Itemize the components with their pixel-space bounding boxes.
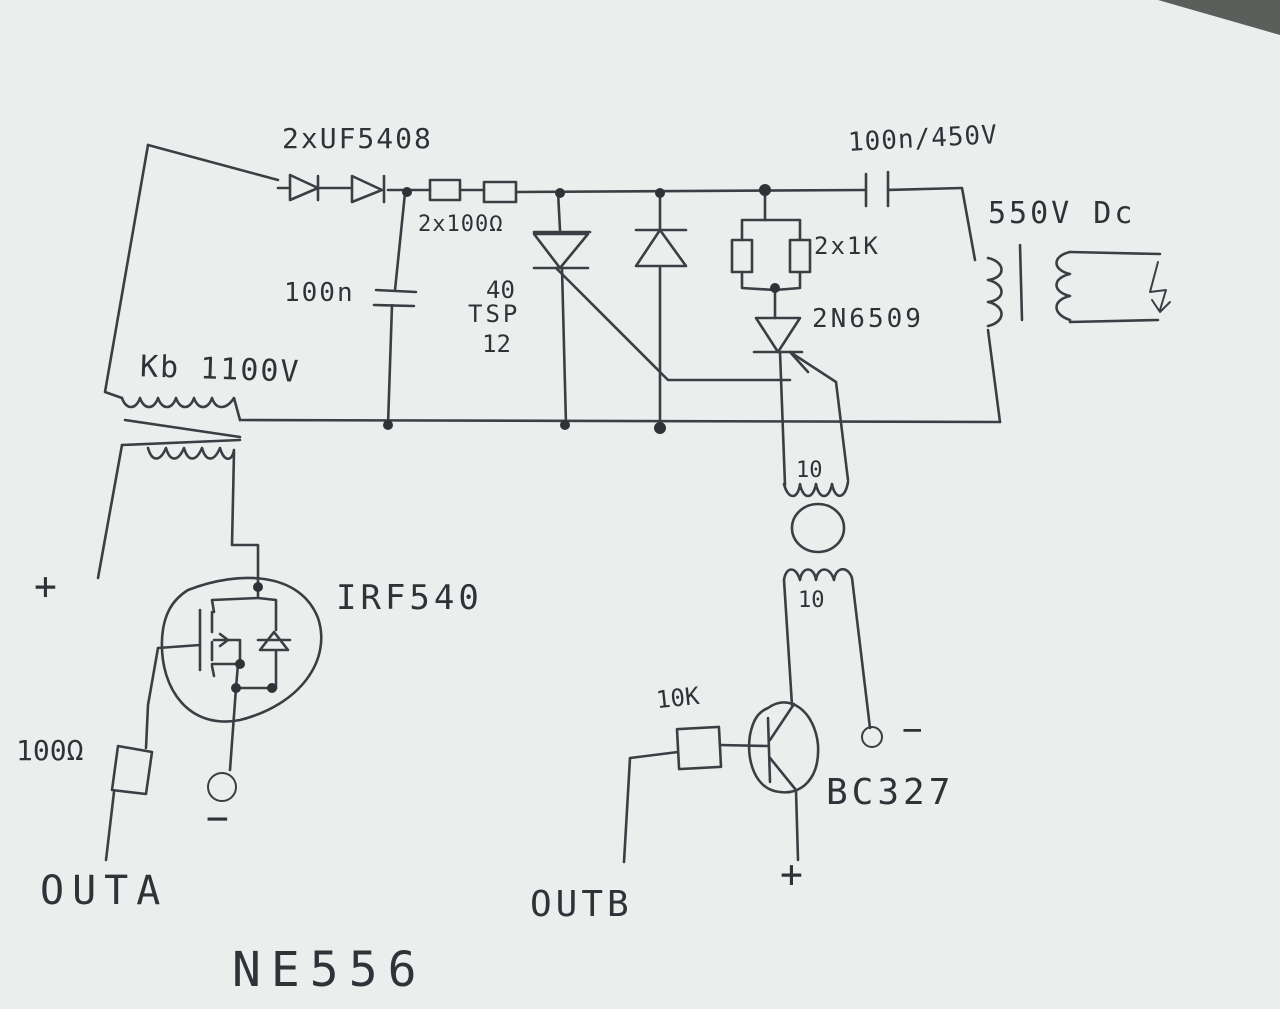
label-tvs-line3: 12 bbox=[482, 330, 511, 358]
capacitor-100n bbox=[372, 288, 418, 308]
resistor-1k-2 bbox=[788, 238, 812, 274]
label-chip: NE556 bbox=[232, 942, 427, 998]
label-gate-resistor: 100Ω bbox=[16, 734, 84, 767]
label-mosfet: IRF540 bbox=[336, 578, 483, 618]
junction-dots bbox=[383, 184, 780, 434]
transformer-kb1100v bbox=[96, 396, 260, 587]
label-capacitor-series: 100n/450V bbox=[847, 120, 999, 158]
label-diodes: 2xUF5408 bbox=[282, 122, 433, 155]
resistor-1k-1 bbox=[730, 238, 754, 274]
tvs-diode-tsp bbox=[532, 230, 592, 270]
transistor-bc327 bbox=[718, 701, 820, 862]
label-out-b: OUTB bbox=[530, 884, 633, 925]
resistor-100-ohm-1 bbox=[428, 178, 462, 202]
mosfet-irf540 bbox=[144, 576, 323, 802]
label-plus-left: + bbox=[34, 564, 57, 608]
resistor-100-ohm-gate bbox=[104, 744, 154, 862]
label-out-a: OUTA bbox=[40, 868, 169, 914]
label-pulse-winding-top: 10 bbox=[796, 458, 823, 483]
pulse-transformer bbox=[782, 480, 883, 748]
label-pulse-winding-bottom: 10 bbox=[798, 588, 825, 613]
diode-clamp bbox=[634, 228, 688, 268]
resistor-100-ohm-2 bbox=[482, 180, 518, 204]
label-capacitor-shunt: 100n bbox=[284, 278, 355, 308]
resistor-10k-base bbox=[622, 725, 723, 864]
label-thyristor: 2N6509 bbox=[812, 304, 924, 334]
capacitor-100n-450v bbox=[864, 170, 890, 208]
label-minus-right: − bbox=[902, 710, 923, 750]
label-tvs-line2: TSP bbox=[468, 300, 521, 328]
label-resistors-series: 2x100Ω bbox=[418, 212, 504, 237]
diode-uf5408-2 bbox=[350, 174, 386, 204]
output-transformer bbox=[986, 243, 1162, 328]
spark-icon bbox=[1149, 261, 1171, 313]
label-resistors-gate: 2x1K bbox=[814, 232, 880, 260]
thyristor-2n6509 bbox=[752, 316, 810, 374]
label-minus-left: − bbox=[206, 796, 229, 840]
label-transistor: BC327 bbox=[826, 772, 955, 813]
label-plus-right: + bbox=[780, 852, 803, 896]
label-output-voltage: 550V Dc bbox=[988, 196, 1136, 231]
label-base-resistor: 10K bbox=[654, 681, 701, 715]
diode-uf5408-1 bbox=[276, 173, 320, 202]
label-transformer: Kb 1100V bbox=[139, 349, 302, 390]
label-tvs-line1: 40 bbox=[486, 276, 515, 304]
